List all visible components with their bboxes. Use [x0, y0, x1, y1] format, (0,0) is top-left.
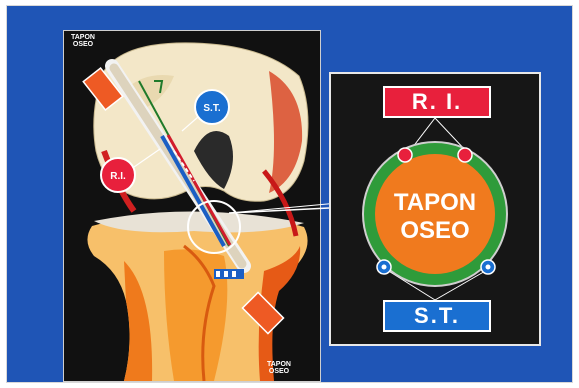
st-box-label: S.T. [383, 300, 491, 332]
cross-section-panel: TAPON OSEO R. I. S.T. [329, 72, 541, 346]
figure-frame: S.T. R.I. TAPON OSEO TAPON OSEO [6, 5, 573, 383]
svg-text:OSEO: OSEO [400, 217, 469, 244]
svg-text:TAPON: TAPON [394, 189, 476, 216]
ri-box-label: R. I. [383, 86, 491, 118]
